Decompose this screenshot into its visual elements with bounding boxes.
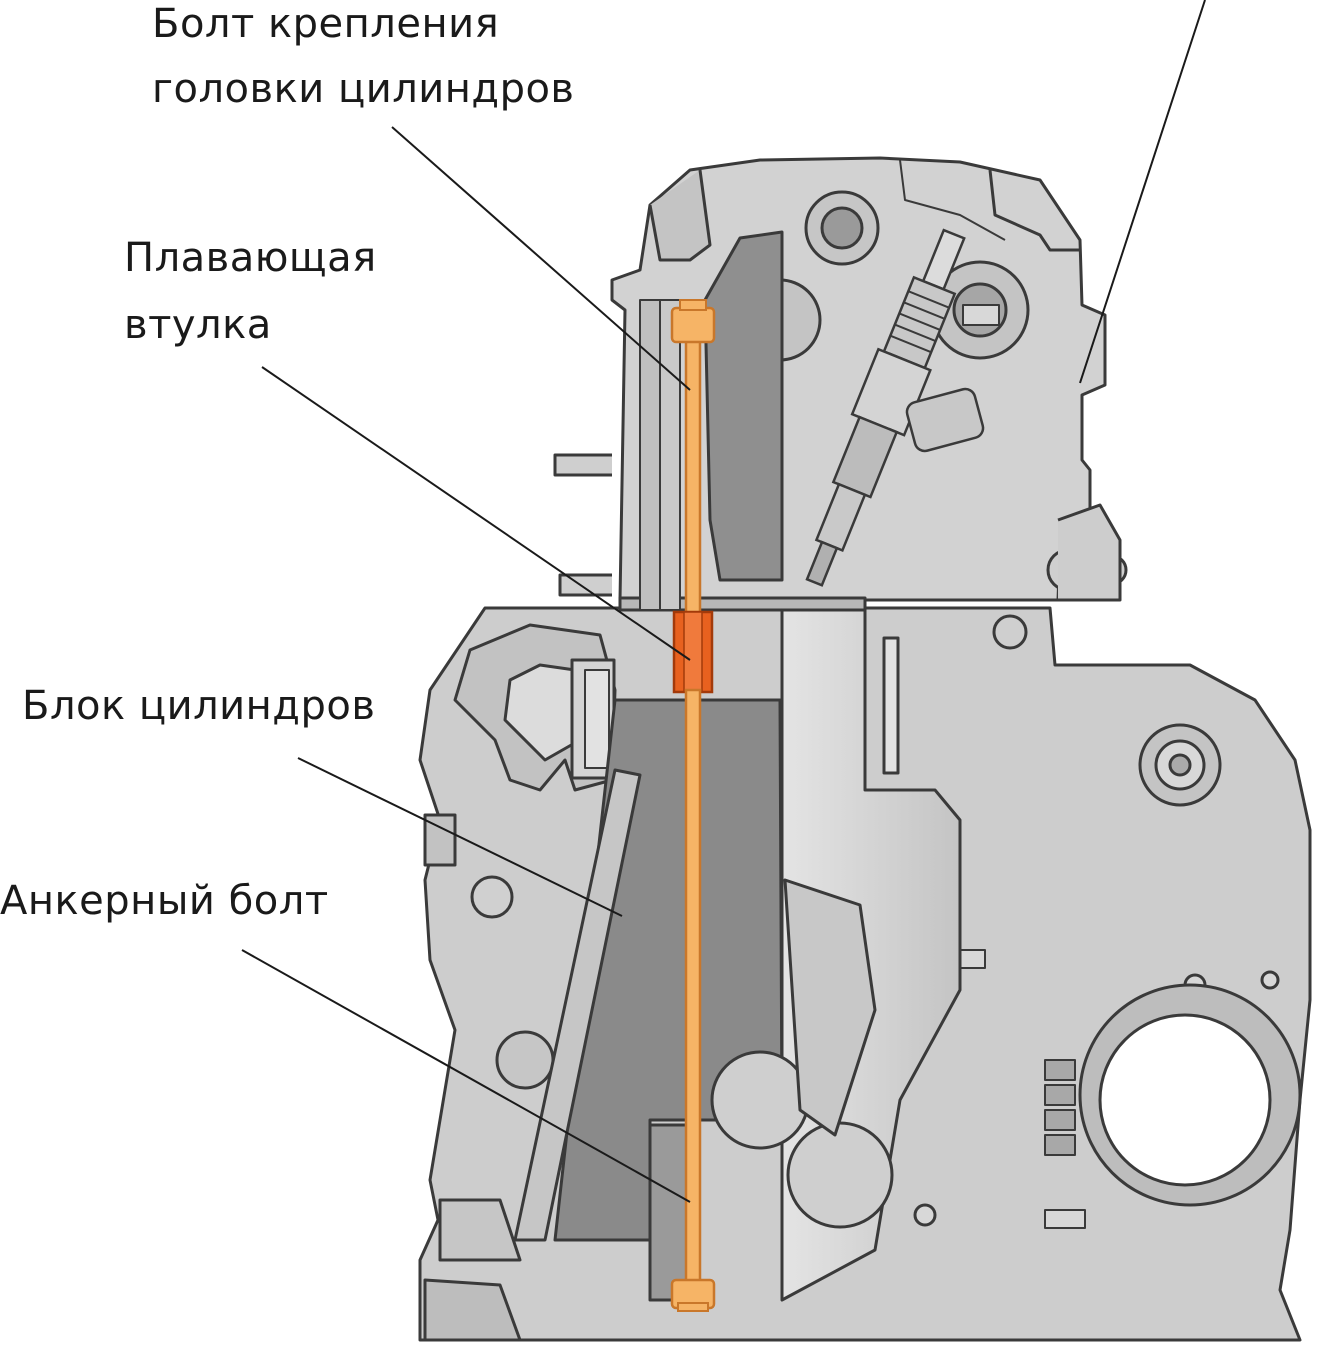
leader-anchor-bolt [241,949,691,1203]
label-head-bolt-line2: головки цилиндров [152,66,575,112]
leader-lines [241,0,1206,1203]
label-sleeve-line1: Плавающая [124,235,377,281]
leader-head-bolt [391,126,691,391]
cut-section [513,230,962,1302]
label-head-bolt-line1: Болт крепления [152,1,500,47]
injector [805,228,985,587]
floating-sleeve [672,610,714,694]
leader-top-right [1079,0,1206,384]
label-anchor-bolt: Анкерный болт [0,878,329,924]
label-block: Блок цилиндров [22,683,376,729]
leader-sleeve [261,366,691,661]
leader-block [297,757,623,917]
label-sleeve-line2: втулка [124,302,272,348]
crank-gear [1044,1059,1076,1156]
anchor-bolt [670,688,716,1312]
